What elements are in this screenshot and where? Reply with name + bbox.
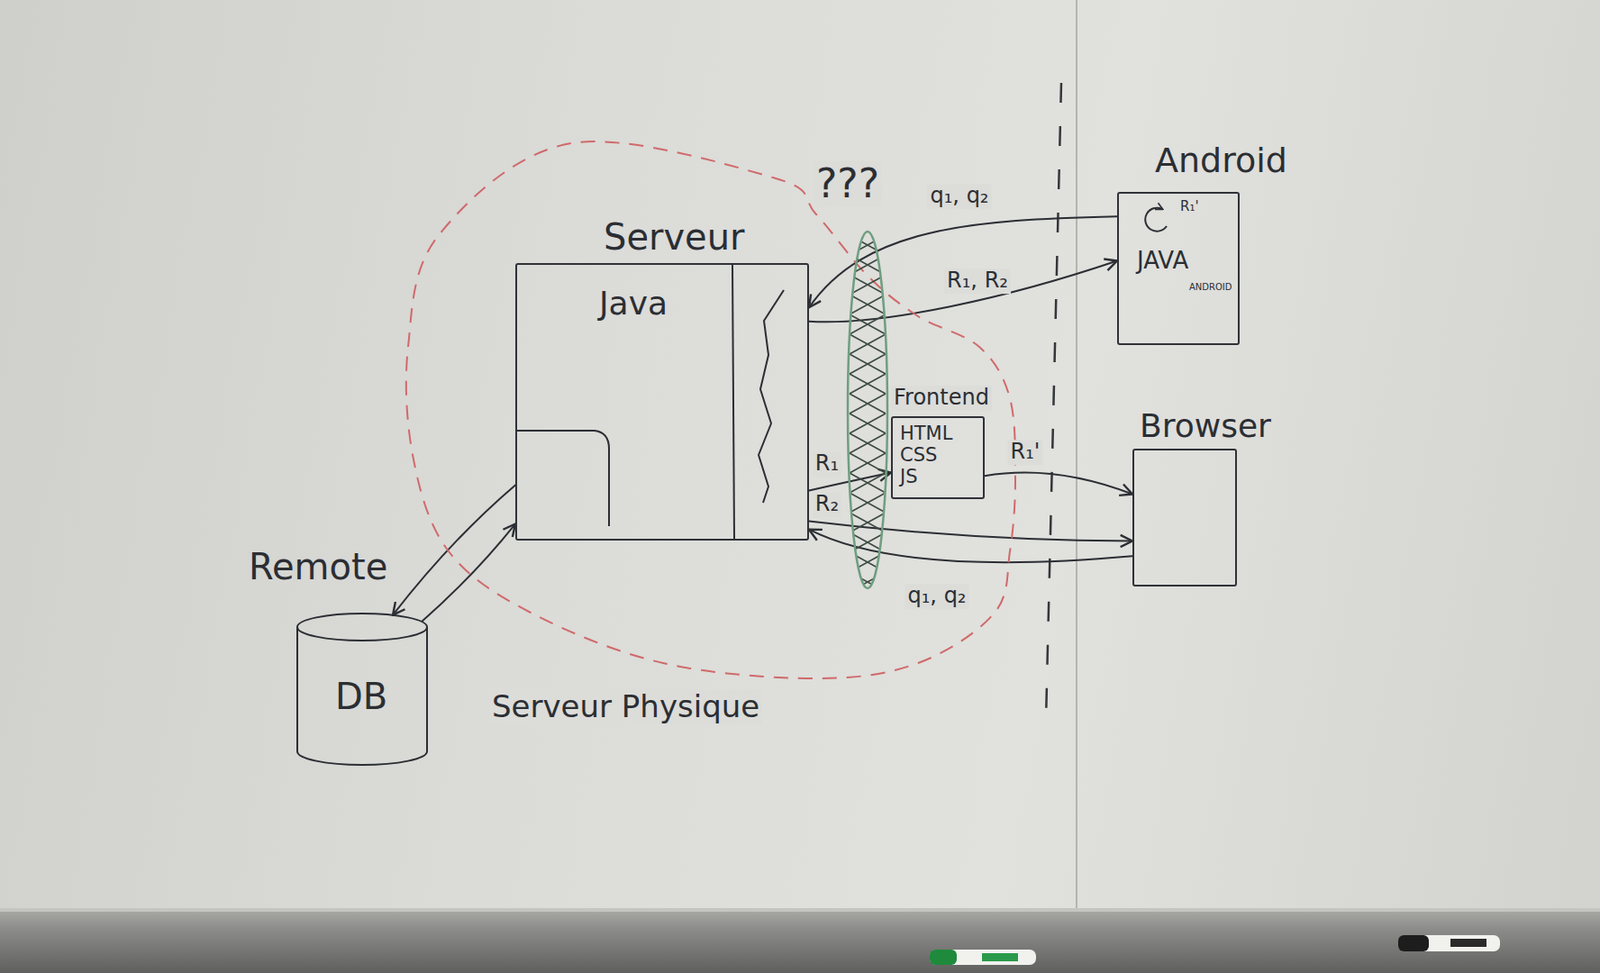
node-heading: Frontend <box>890 385 992 411</box>
text-slot: Browser <box>1139 407 1272 445</box>
loop-arrow <box>1145 208 1167 232</box>
inner-module <box>517 430 610 527</box>
text-slot: JAVA <box>1136 247 1189 275</box>
board-seam <box>1075 0 1078 912</box>
text-slot: Remote <box>248 545 388 588</box>
cylinder-top <box>297 613 428 641</box>
node-label: Java <box>599 284 668 322</box>
node-heading: Remote <box>248 545 388 588</box>
node-label: R₁' <box>1180 199 1200 215</box>
unknown-layer: ??? <box>845 229 890 591</box>
text-slot: Serveur <box>603 216 746 258</box>
database: RemoteDB <box>295 612 429 766</box>
tray-edge <box>0 908 1600 912</box>
text-slot: Android <box>1154 141 1288 182</box>
text-slot: R₁' <box>1180 197 1200 215</box>
node-label: HTML CSS JS <box>900 422 953 488</box>
dashed-boundary <box>406 141 1016 679</box>
edge-label-slot: R₂ <box>827 504 856 530</box>
text-slot: HTML CSS JS <box>900 422 953 488</box>
edge-label: R₂ <box>812 491 842 518</box>
edge-label: R₁, R₂ <box>944 268 1011 294</box>
frontend-box: FrontendHTML CSS JS <box>890 416 985 500</box>
node-heading: Serveur Physique <box>489 689 763 725</box>
text-slot: Java <box>599 284 668 322</box>
marker-tray <box>0 909 1600 973</box>
server-box: ServeurJava <box>515 263 810 541</box>
connector <box>984 472 1133 494</box>
edge-label-slot: R₁, R₂ <box>977 281 1045 307</box>
android-box: AndroidR₁'JAVAANDROID <box>1117 191 1240 346</box>
text-slot: ??? <box>813 161 882 208</box>
node-heading: ??? <box>813 161 882 208</box>
dashed-divider <box>1045 82 1062 721</box>
node-heading: Serveur <box>603 216 746 258</box>
text-slot: DB <box>335 675 388 718</box>
edge-label: q₁, q₂ <box>927 183 992 210</box>
edge-label: R₁' <box>1008 439 1044 465</box>
node-heading: Android <box>1154 141 1288 182</box>
edge-label: q₁, q₂ <box>905 583 970 610</box>
node-label: JAVA <box>1136 247 1189 275</box>
node-label: ANDROID <box>1189 281 1233 293</box>
connector <box>809 520 1133 541</box>
text-slot: Serveur Physique <box>489 689 763 725</box>
cross-hatch <box>849 235 886 592</box>
cylinder-body <box>297 627 428 765</box>
green-marker <box>929 949 1037 965</box>
text-slot: Frontend <box>890 385 992 411</box>
black-marker <box>1398 935 1500 952</box>
edge-label-slot: q₁, q₂ <box>936 596 1001 622</box>
node-heading: Browser <box>1139 407 1272 445</box>
node-label: DB <box>335 675 388 718</box>
edge-label-slot: q₁, q₂ <box>959 196 1024 222</box>
text-slot: ANDROID <box>1189 276 1233 294</box>
browser-box: Browser <box>1132 448 1237 587</box>
api-strip <box>732 264 735 539</box>
oval-outline <box>845 229 890 591</box>
edge-label: R₁ <box>812 451 842 477</box>
oval-outline <box>847 231 888 589</box>
wavy-line <box>758 290 784 503</box>
connector <box>392 484 516 615</box>
edge-label-slot: R₁' <box>1025 452 1061 478</box>
edge-label-slot: R₁ <box>827 463 856 490</box>
